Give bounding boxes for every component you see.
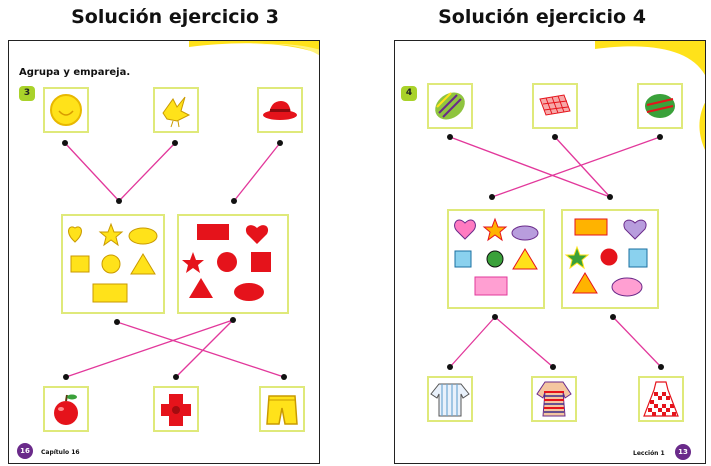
dot-hat [277, 140, 283, 146]
tile-sun [43, 87, 89, 133]
dot-group-yellow-bottom [114, 319, 120, 325]
bird-icon [162, 96, 191, 128]
red-shapes-set [182, 224, 271, 301]
shorts-icon [266, 395, 298, 425]
footer-lesson-text: Lección 1 [633, 450, 665, 457]
yellow-swoosh-decoration [595, 41, 705, 150]
dot-toy-blocks [173, 374, 179, 380]
heading-solution-4: Solución ejercicio 4 [438, 6, 646, 28]
tile-striped-egg [427, 83, 473, 129]
tile-apple [43, 386, 89, 432]
tile-striped-egg-2 [637, 83, 683, 129]
hat-icon [263, 101, 297, 120]
striped-shapes-set [454, 217, 539, 296]
heading-solution-3: Solución ejercicio 3 [71, 6, 279, 28]
tile-shorts [259, 386, 305, 432]
dot-group-checkered-top [607, 194, 613, 200]
page-number-badge: 16 [17, 443, 33, 459]
sun-icon [50, 94, 82, 126]
tile-striped-sweater [531, 376, 577, 422]
checkered-shapes-set [564, 218, 648, 297]
group-red-shapes [177, 214, 289, 314]
tile-striped-shirt [427, 376, 473, 422]
page-number-badge: 13 [675, 444, 691, 460]
dot-sun [62, 140, 68, 146]
yellow-shapes-set [68, 222, 158, 303]
group-striped-shapes [447, 209, 545, 309]
tile-hat [257, 87, 303, 133]
dot-shirt [447, 364, 453, 370]
dot-bird [172, 140, 178, 146]
dot-group-yellow-top [116, 198, 122, 204]
tile-bird [153, 87, 199, 133]
matching-lines [64, 142, 285, 378]
dot-apple [63, 374, 69, 380]
dot-item-2 [552, 134, 558, 140]
dot-shorts [281, 374, 287, 380]
exercise-number-badge: 4 [401, 86, 417, 101]
checkered-cloth-icon [539, 94, 571, 116]
yellow-swoosh-decoration [189, 41, 319, 56]
striped-shirt-icon [430, 383, 470, 417]
worksheet-page-3: Agrupa y empareja. 3 [8, 40, 320, 464]
dot-group-striped-bottom [492, 314, 498, 320]
matching-lines [449, 136, 662, 368]
dot-item-3 [657, 134, 663, 140]
footer-chapter-text: Capítulo 16 [41, 449, 80, 456]
dot-dress [658, 364, 664, 370]
instruction-text: Agrupa y empareja. [19, 67, 131, 78]
dot-group-red-bottom [230, 317, 236, 323]
worksheet-page-4: 4 [394, 40, 706, 464]
tile-checkered-dress [638, 376, 684, 422]
exercise-number-badge: 3 [19, 86, 35, 101]
dot-group-checkered-bottom [610, 314, 616, 320]
checkered-dress-icon [643, 381, 679, 417]
striped-sweater-icon [536, 381, 572, 417]
group-yellow-shapes [61, 214, 165, 314]
dot-group-red-top [231, 198, 237, 204]
group-checkered-shapes [561, 209, 659, 309]
dot-item-1 [447, 134, 453, 140]
tile-checkered-cloth [532, 83, 578, 129]
dot-group-striped-top [489, 194, 495, 200]
toy-blocks-icon [161, 394, 191, 426]
striped-egg-icon [645, 94, 675, 118]
tile-toy-blocks [153, 386, 199, 432]
dot-sweater [550, 364, 556, 370]
apple-icon [54, 394, 78, 425]
striped-egg-icon [435, 92, 465, 120]
